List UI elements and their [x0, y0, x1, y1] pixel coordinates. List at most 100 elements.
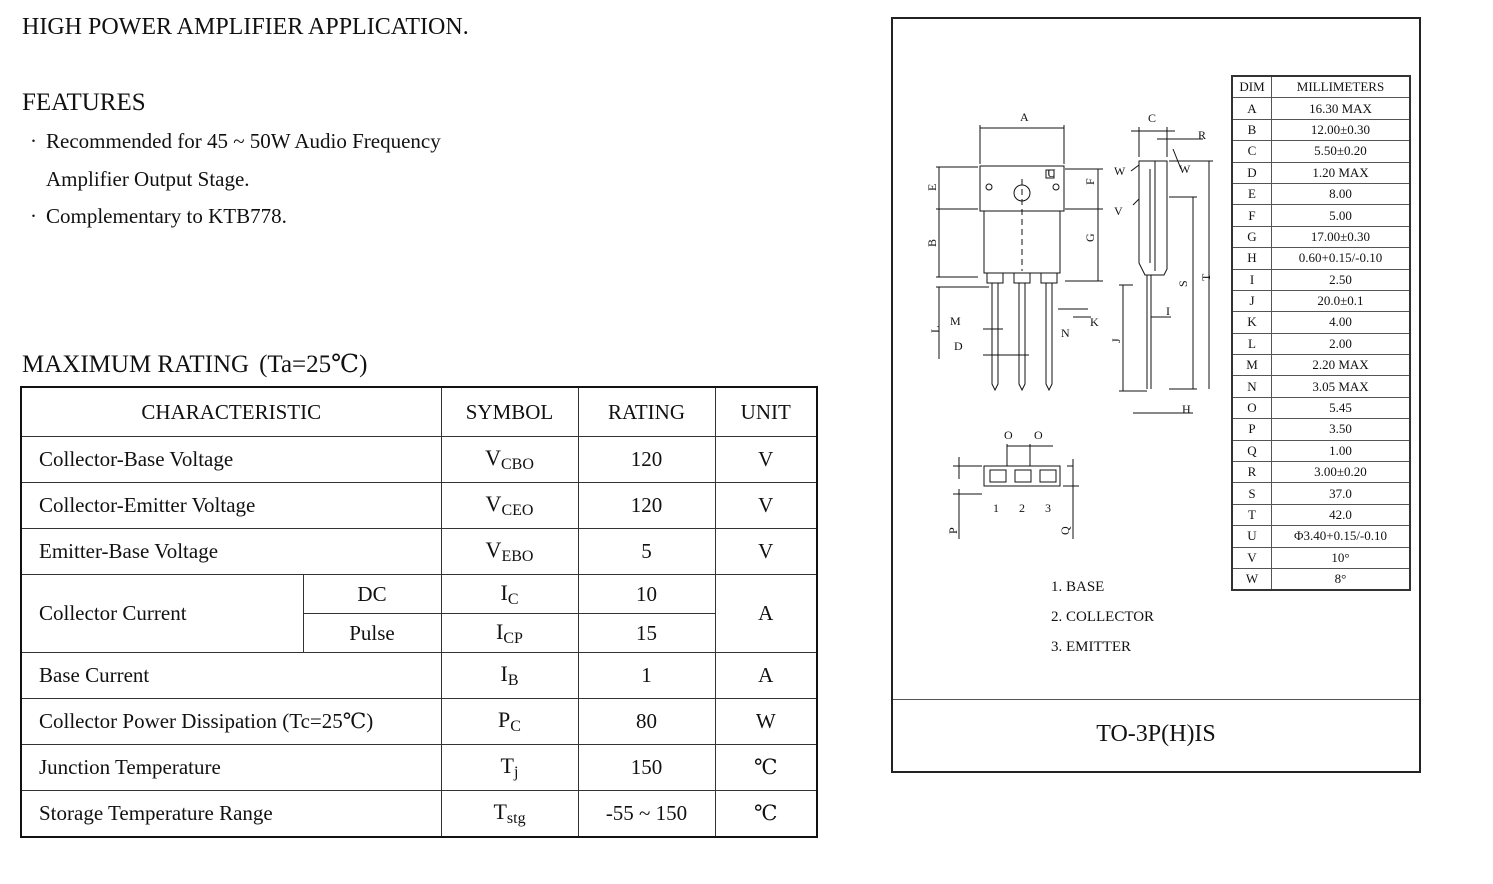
front-view	[936, 125, 1103, 392]
row-symbol: Tj	[440, 744, 579, 791]
dim-label-q: Q	[1058, 526, 1072, 535]
dimension-header-row: DIM MILLIMETERS	[1231, 75, 1411, 99]
row-sub-label: DC	[302, 574, 442, 614]
row-unit: ℃	[714, 744, 818, 791]
feature-item: · Recommended for 45 ~ 50W Audio Frequenc…	[30, 129, 441, 154]
package-outline-box: A B C D E F G H I J K L M N O O P Q R S …	[891, 17, 1421, 773]
dimension-letter: O	[1231, 396, 1272, 420]
dimension-letter: L	[1231, 332, 1272, 356]
max-rating-heading: MAXIMUM RATING(Ta=25℃)	[22, 351, 368, 378]
dimension-letter: V	[1231, 546, 1272, 569]
document-title: HIGH POWER AMPLIFIER APPLICATION.	[22, 14, 469, 40]
bullet: ·	[30, 204, 37, 228]
row-characteristic: Collector Power Dissipation (Tc=25℃)	[20, 698, 442, 745]
row-rating: -55 ~ 150	[577, 790, 716, 838]
dim-label-w: W	[1114, 164, 1126, 178]
table-row: Pulse ICP 15	[21, 613, 817, 653]
table-row: Collector-Base Voltage VCBO 120 V	[20, 436, 818, 483]
dimension-header-mm: MILLIMETERS	[1271, 75, 1411, 99]
dimension-header-dim: DIM	[1231, 75, 1272, 99]
dimension-letter: T	[1231, 503, 1272, 527]
dimension-letter: D	[1231, 161, 1272, 184]
bullet: ·	[30, 129, 37, 153]
table-row: Collector-Emitter Voltage VCEO 120 V	[20, 482, 818, 529]
dimension-letters: A B C D E F G H I J K L M N O O P Q R S …	[925, 110, 1213, 535]
dim-label-f: F	[1083, 178, 1097, 185]
row-characteristic: Collector-Emitter Voltage	[20, 482, 442, 529]
dim-label-j: J	[1109, 338, 1123, 343]
dimension-letter: U	[1231, 525, 1272, 548]
row-unit: V	[714, 528, 818, 575]
table-header-row: CHARACTERISTIC SYMBOL RATING UNIT	[20, 386, 818, 437]
dimension-letter: K	[1231, 311, 1272, 334]
dimension-value: 37.0	[1271, 482, 1411, 505]
dim-label-o: O	[1034, 428, 1043, 442]
dim-label-e: E	[925, 184, 939, 191]
dimension-value: 1.20 MAX	[1271, 161, 1411, 184]
dimension-letter: H	[1231, 247, 1272, 270]
dimension-letter: G	[1231, 225, 1272, 249]
dimension-value: 3.00±0.20	[1271, 461, 1411, 484]
pin-label-emitter: 3. EMITTER	[1051, 639, 1131, 655]
dimension-letter: P	[1231, 418, 1272, 441]
dim-label-k: K	[1090, 315, 1099, 329]
row-symbol: IC	[440, 574, 579, 614]
row-symbol: IB	[440, 652, 579, 699]
pin-label-base: 1. BASE	[1051, 579, 1105, 595]
feature-text: Recommended for 45 ~ 50W Audio Frequency	[46, 129, 441, 153]
dimension-letter: W	[1231, 567, 1272, 591]
dimension-letter: M	[1231, 354, 1272, 377]
dimension-letter: A	[1231, 97, 1272, 120]
dimension-value: 8.00	[1271, 182, 1411, 206]
package-drawing: A B C D E F G H I J K L M N O O P Q R S …	[925, 110, 1213, 539]
features-heading: FEATURES	[22, 89, 146, 116]
row-symbol: Tstg	[440, 790, 579, 838]
row-rating: 5	[577, 528, 716, 575]
row-rating: 150	[577, 744, 716, 791]
dimension-letter: C	[1231, 140, 1272, 163]
feature-item-continued: Amplifier Output Stage.	[30, 167, 250, 192]
dim-label-p: P	[946, 527, 960, 534]
row-unit: V	[714, 436, 818, 483]
package-divider	[893, 699, 1419, 700]
dimension-value: 2.20 MAX	[1271, 354, 1411, 377]
row-characteristic: Junction Temperature	[20, 744, 442, 791]
dim-label-u: U	[1047, 166, 1056, 180]
dim-label-l: L	[928, 326, 942, 333]
row-rating: 120	[577, 482, 716, 529]
max-rating-condition: (Ta=25℃)	[259, 351, 368, 378]
row-rating: 120	[577, 436, 716, 483]
dimension-letter: R	[1231, 461, 1272, 484]
dim-label-i: I	[1166, 304, 1170, 318]
dimension-value: 17.00±0.30	[1271, 225, 1411, 249]
dimension-value: 16.30 MAX	[1271, 97, 1411, 120]
table-row: Junction Temperature Tj 150 ℃	[20, 744, 818, 791]
row-rating: 15	[577, 613, 716, 653]
dimension-value: 2.00	[1271, 332, 1411, 356]
dim-label-a: A	[1020, 110, 1029, 124]
row-characteristic: Storage Temperature Range	[20, 790, 442, 838]
dim-label-w: W	[1179, 162, 1191, 176]
dimension-letter: F	[1231, 204, 1272, 227]
row-rating: 80	[577, 698, 716, 745]
row-symbol: ICP	[440, 613, 579, 653]
dimension-value: 4.00	[1271, 311, 1411, 334]
dimension-value: Φ3.40+0.15/-0.10	[1271, 525, 1411, 548]
dimension-letter: J	[1231, 289, 1272, 313]
dim-label-t: T	[1199, 273, 1213, 281]
